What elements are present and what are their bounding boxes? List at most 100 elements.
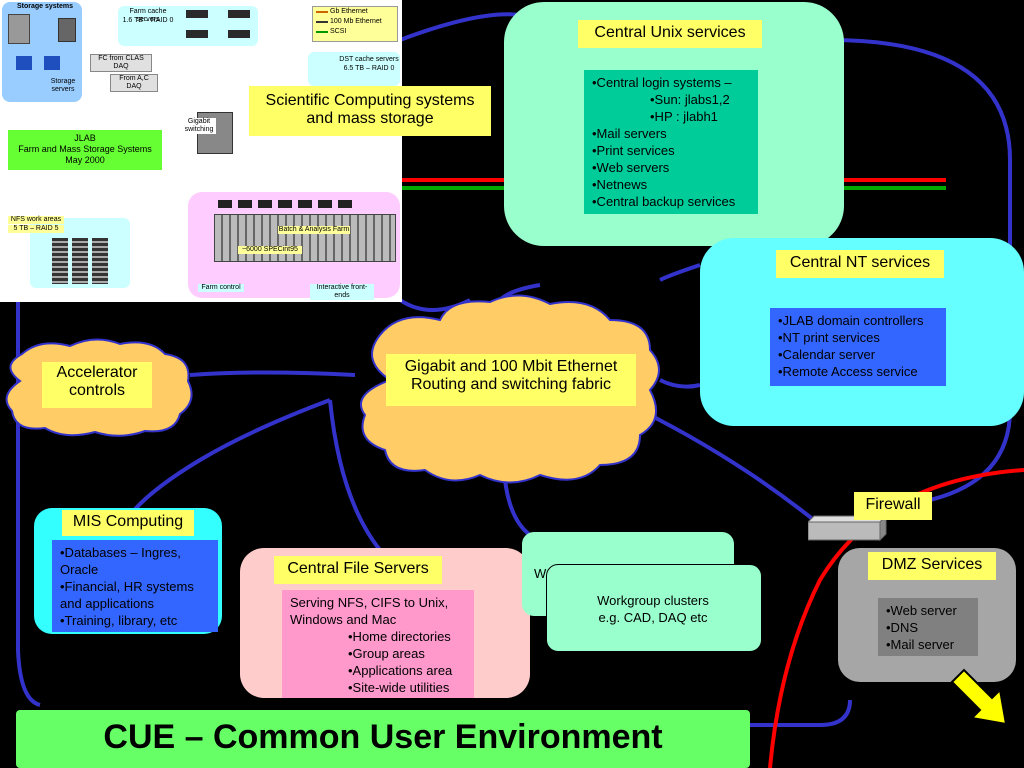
file-servers-list: Serving NFS, CIFS to Unix, Windows and M… [282,590,474,698]
jlab-title-line3: May 2000 [65,155,105,165]
unix-item: •HP : jlabh1 [650,109,718,124]
unix-item: •Sun: jlabs1,2 [650,92,730,107]
fc-from-clas-label: FC from CLAS DAQ [90,54,152,72]
jlab-title-line2: Farm and Mass Storage Systems [18,144,152,154]
mis-item: •Training, library, etc [60,613,178,628]
tape-silo-icon [8,14,30,44]
unix-item: •Netnews [592,177,648,192]
workgroup-back-text: W [534,566,547,581]
scientific-line2: and mass storage [306,110,434,127]
file-servers-title: Central File Servers [274,556,442,584]
legend-gb-ethernet: Gb Ethernet [330,8,368,15]
left-loop-wire [16,300,41,707]
ethernet-label: Gigabit and 100 Mbit Ethernet Routing an… [386,354,636,406]
tape-drive-icon [58,18,76,42]
wire-cloud-mis [128,398,331,517]
gigabit-switching-label: Gigabit switching [182,118,216,134]
unix-item: •Central login systems – [592,75,732,90]
farm-switch-row [218,200,358,208]
cue-banner [16,710,750,768]
mis-title: MIS Computing [62,510,194,536]
mis-item: •Financial, HR systems and applications [60,579,194,611]
central-unix-list: •Central login systems – •Sun: jlabs1,2 … [584,70,758,214]
nt-item: •NT print services [778,330,880,345]
farm-rack-icon [214,214,396,262]
unix-item: •Web servers [592,160,670,175]
scientific-computing-label: Scientific Computing systems and mass st… [249,86,491,136]
disk-array-icon-3 [92,238,108,284]
wire-cloud-accel [189,370,356,377]
dmz-list: •Web server •DNS •Mail server [878,598,978,656]
file-item: •Applications area [348,663,453,678]
wire-cloud-nt [659,378,701,389]
file-servers-intro: Serving NFS, CIFS to Unix, Windows and M… [290,595,449,627]
interactive-frontends-label: Interactive front-ends [310,284,374,300]
cache-server-icon-2 [228,10,250,18]
farm-storage-inset: Storage systems Storage servers Farm cac… [0,0,402,302]
ethernet-line2: Routing and switching fabric [410,376,612,393]
cue-banner-title: CUE – Common User Environment [103,718,663,756]
storage-server-icon [16,56,32,70]
workgroup-line1: Workgroup clusters [597,593,709,608]
wire-cloud-file [328,399,382,552]
legend-swatch-scsi [316,31,328,33]
accelerator-line2: controls [68,382,126,399]
mis-item: •Databases – Ingres, Oracle [60,545,181,577]
internet-red-arc [768,468,1024,768]
legend-scsi: SCSI [330,28,347,35]
arrow-down-right-icon [950,668,1008,726]
nt-item: •JLAB domain controllers [778,313,924,328]
file-item: •Site-wide utilities [348,680,450,695]
cache-server-icon-3 [186,30,208,38]
dst-cache-title: DST cache servers [339,56,399,63]
central-nt-list: •JLAB domain controllers •NT print servi… [770,308,946,386]
workgroup-line2: e.g. CAD, DAQ etc [598,610,708,625]
central-unix-title: Central Unix services [578,20,762,48]
file-item: •Home directories [348,629,451,644]
dmz-item: •Mail server [886,637,955,652]
disk-array-icon [52,238,68,284]
nt-item: •Remote Access service [778,364,918,379]
ethernet-line1: Gigabit and 100 Mbit Ethernet [404,358,618,375]
specint-label: ~6000 SPECint95 [238,246,302,254]
workgroup-text: Workgroup clusters e.g. CAD, DAQ etc [546,592,760,626]
wire-unix-nt [659,263,701,282]
storage-server-icon-2 [44,56,60,70]
unix-item: •Central backup services [592,194,736,209]
dmz-item: •Web server [886,603,957,618]
wire-cloud-firewall [639,408,822,527]
dst-cache-panel [308,52,400,86]
scientific-line1: Scientific Computing systems [265,92,475,109]
farm-cache-title: Farm cache servers [129,8,167,23]
batch-farm-label: Batch & Analysis Farm [278,226,350,234]
nfs-work-spec: 5 TB – RAID 5 [8,225,64,233]
mis-list: •Databases – Ingres, Oracle •Financial, … [52,540,218,632]
legend-swatch-100mb [316,21,328,23]
storage-systems-label: Storage systems [16,3,74,10]
disk-array-icon-2 [72,238,88,284]
dmz-item: •DNS [886,620,918,635]
firewall-label: Firewall [854,492,932,520]
nfs-work-title: NFS work areas [8,216,64,224]
legend-swatch-gb [316,11,328,13]
from-ac-daq-label: From A,C DAQ [110,74,158,92]
workgroup-panel [546,564,762,652]
dst-cache-spec: 6.5 TB – RAID 0 [343,65,395,72]
jlab-title-line1: JLAB [74,133,96,143]
unix-item: •Mail servers [592,126,667,141]
banner-loop-wire [750,699,852,727]
nt-item: •Calendar server [778,347,876,362]
accelerator-label: Accelerator controls [42,362,152,408]
accelerator-line1: Accelerator [56,364,138,381]
dmz-title: DMZ Services [868,552,996,580]
file-item: •Group areas [348,646,425,661]
legend-100mb-ethernet: 100 Mb Ethernet [330,18,382,25]
jlab-title-box [8,130,162,170]
unix-item: •Print services [592,143,675,158]
central-nt-title: Central NT services [776,250,944,278]
cache-server-icon [186,10,208,18]
wire-cloud-workgroup [503,479,532,537]
storage-servers-label: Storage servers [50,78,76,93]
farm-control-label: Farm control [198,284,244,292]
